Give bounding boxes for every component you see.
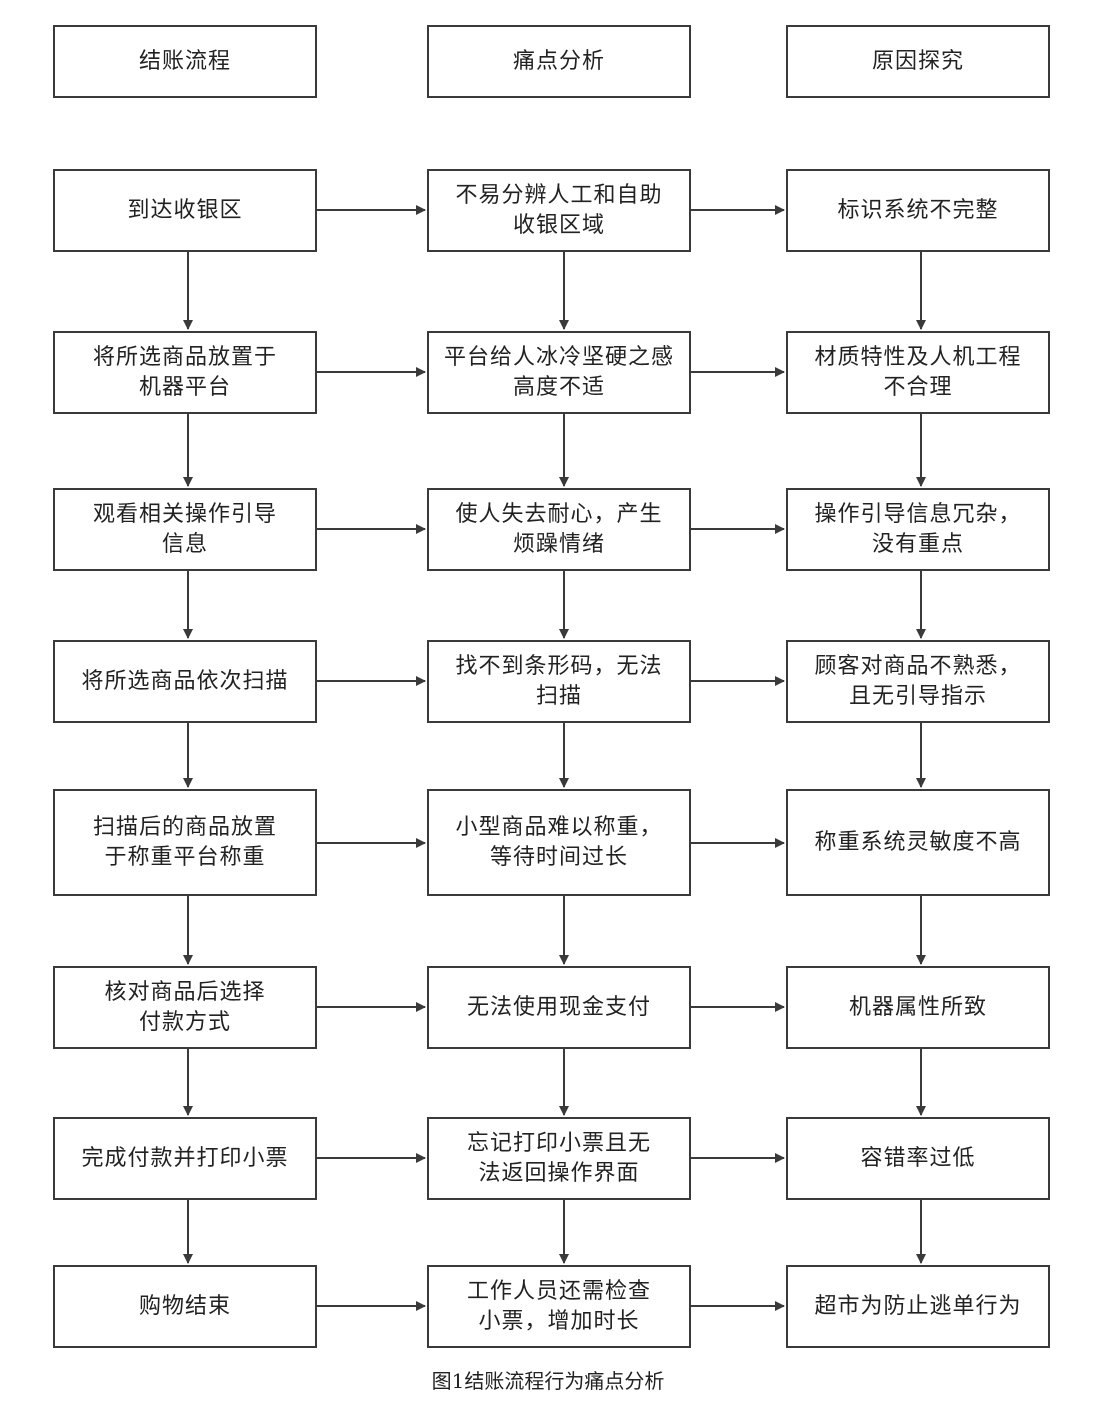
cause-text: 称重系统灵敏度不高 <box>814 829 1022 855</box>
header-root-causes: 原因探究 <box>786 25 1050 98</box>
cause-text: 标识系统不完整 <box>837 197 999 223</box>
flow-step-text: 购物结束 <box>138 1293 231 1319</box>
cause-box: 称重系统灵敏度不高 <box>786 789 1050 896</box>
pain-point-box: 找不到条形码，无法 扫描 <box>427 640 691 723</box>
cause-box: 容错率过低 <box>786 1117 1050 1200</box>
flow-step-box: 观看相关操作引导 信息 <box>53 488 317 571</box>
cause-box: 顾客对商品不熟悉， 且无引导指示 <box>786 640 1050 723</box>
pain-point-text: 平台给人冰冷坚硬之感 高度不适 <box>443 344 674 400</box>
header-pain-points: 痛点分析 <box>427 25 691 98</box>
cause-text: 超市为防止逃单行为 <box>814 1293 1022 1319</box>
flow-step-box: 将所选商品放置于 机器平台 <box>53 331 317 414</box>
flow-step-text: 扫描后的商品放置 于称重平台称重 <box>92 814 277 870</box>
header-checkout-flow: 结账流程 <box>53 25 317 98</box>
cause-text: 机器属性所致 <box>848 994 987 1020</box>
header-label: 原因探究 <box>871 48 964 74</box>
cause-box: 材质特性及人机工程 不合理 <box>786 331 1050 414</box>
pain-point-box: 使人失去耐心，产生 烦躁情绪 <box>427 488 691 571</box>
pain-point-text: 使人失去耐心，产生 烦躁情绪 <box>455 501 663 557</box>
flow-step-text: 将所选商品依次扫描 <box>81 668 289 694</box>
header-label: 结账流程 <box>138 48 231 74</box>
flow-step-text: 将所选商品放置于 机器平台 <box>92 344 277 400</box>
cause-text: 操作引导信息冗杂， 没有重点 <box>814 501 1022 557</box>
flow-step-text: 完成付款并打印小票 <box>81 1145 289 1171</box>
pain-point-box: 忘记打印小票且无 法返回操作界面 <box>427 1117 691 1200</box>
pain-point-text: 无法使用现金支付 <box>466 994 651 1020</box>
flow-step-box: 完成付款并打印小票 <box>53 1117 317 1200</box>
flow-step-box: 购物结束 <box>53 1265 317 1348</box>
pain-point-box: 小型商品难以称重， 等待时间过长 <box>427 789 691 896</box>
cause-box: 超市为防止逃单行为 <box>786 1265 1050 1348</box>
cause-text: 顾客对商品不熟悉， 且无引导指示 <box>814 653 1022 709</box>
cause-box: 标识系统不完整 <box>786 169 1050 252</box>
pain-point-text: 忘记打印小票且无 法返回操作界面 <box>466 1130 651 1186</box>
flow-step-box: 到达收银区 <box>53 169 317 252</box>
flow-step-box: 核对商品后选择 付款方式 <box>53 966 317 1049</box>
cause-box: 操作引导信息冗杂， 没有重点 <box>786 488 1050 571</box>
pain-point-box: 不易分辨人工和自助 收银区域 <box>427 169 691 252</box>
pain-point-text: 小型商品难以称重， 等待时间过长 <box>455 814 663 870</box>
pain-point-text: 不易分辨人工和自助 收银区域 <box>455 182 663 238</box>
pain-point-text: 找不到条形码，无法 扫描 <box>455 653 663 709</box>
flow-step-box: 扫描后的商品放置 于称重平台称重 <box>53 789 317 896</box>
cause-text: 容错率过低 <box>860 1145 976 1171</box>
figure-caption: 图1结账流程行为痛点分析 <box>431 1369 665 1393</box>
cause-box: 机器属性所致 <box>786 966 1050 1049</box>
flow-step-text: 核对商品后选择 付款方式 <box>104 979 266 1035</box>
pain-point-text: 工作人员还需检查 小票，增加时长 <box>466 1278 651 1334</box>
flow-step-text: 到达收银区 <box>127 197 243 223</box>
pain-point-box: 平台给人冰冷坚硬之感 高度不适 <box>427 331 691 414</box>
flow-step-text: 观看相关操作引导 信息 <box>92 501 277 557</box>
cause-text: 材质特性及人机工程 不合理 <box>814 344 1022 400</box>
header-label: 痛点分析 <box>512 48 605 74</box>
pain-point-box: 无法使用现金支付 <box>427 966 691 1049</box>
flow-step-box: 将所选商品依次扫描 <box>53 640 317 723</box>
pain-point-box: 工作人员还需检查 小票，增加时长 <box>427 1265 691 1348</box>
